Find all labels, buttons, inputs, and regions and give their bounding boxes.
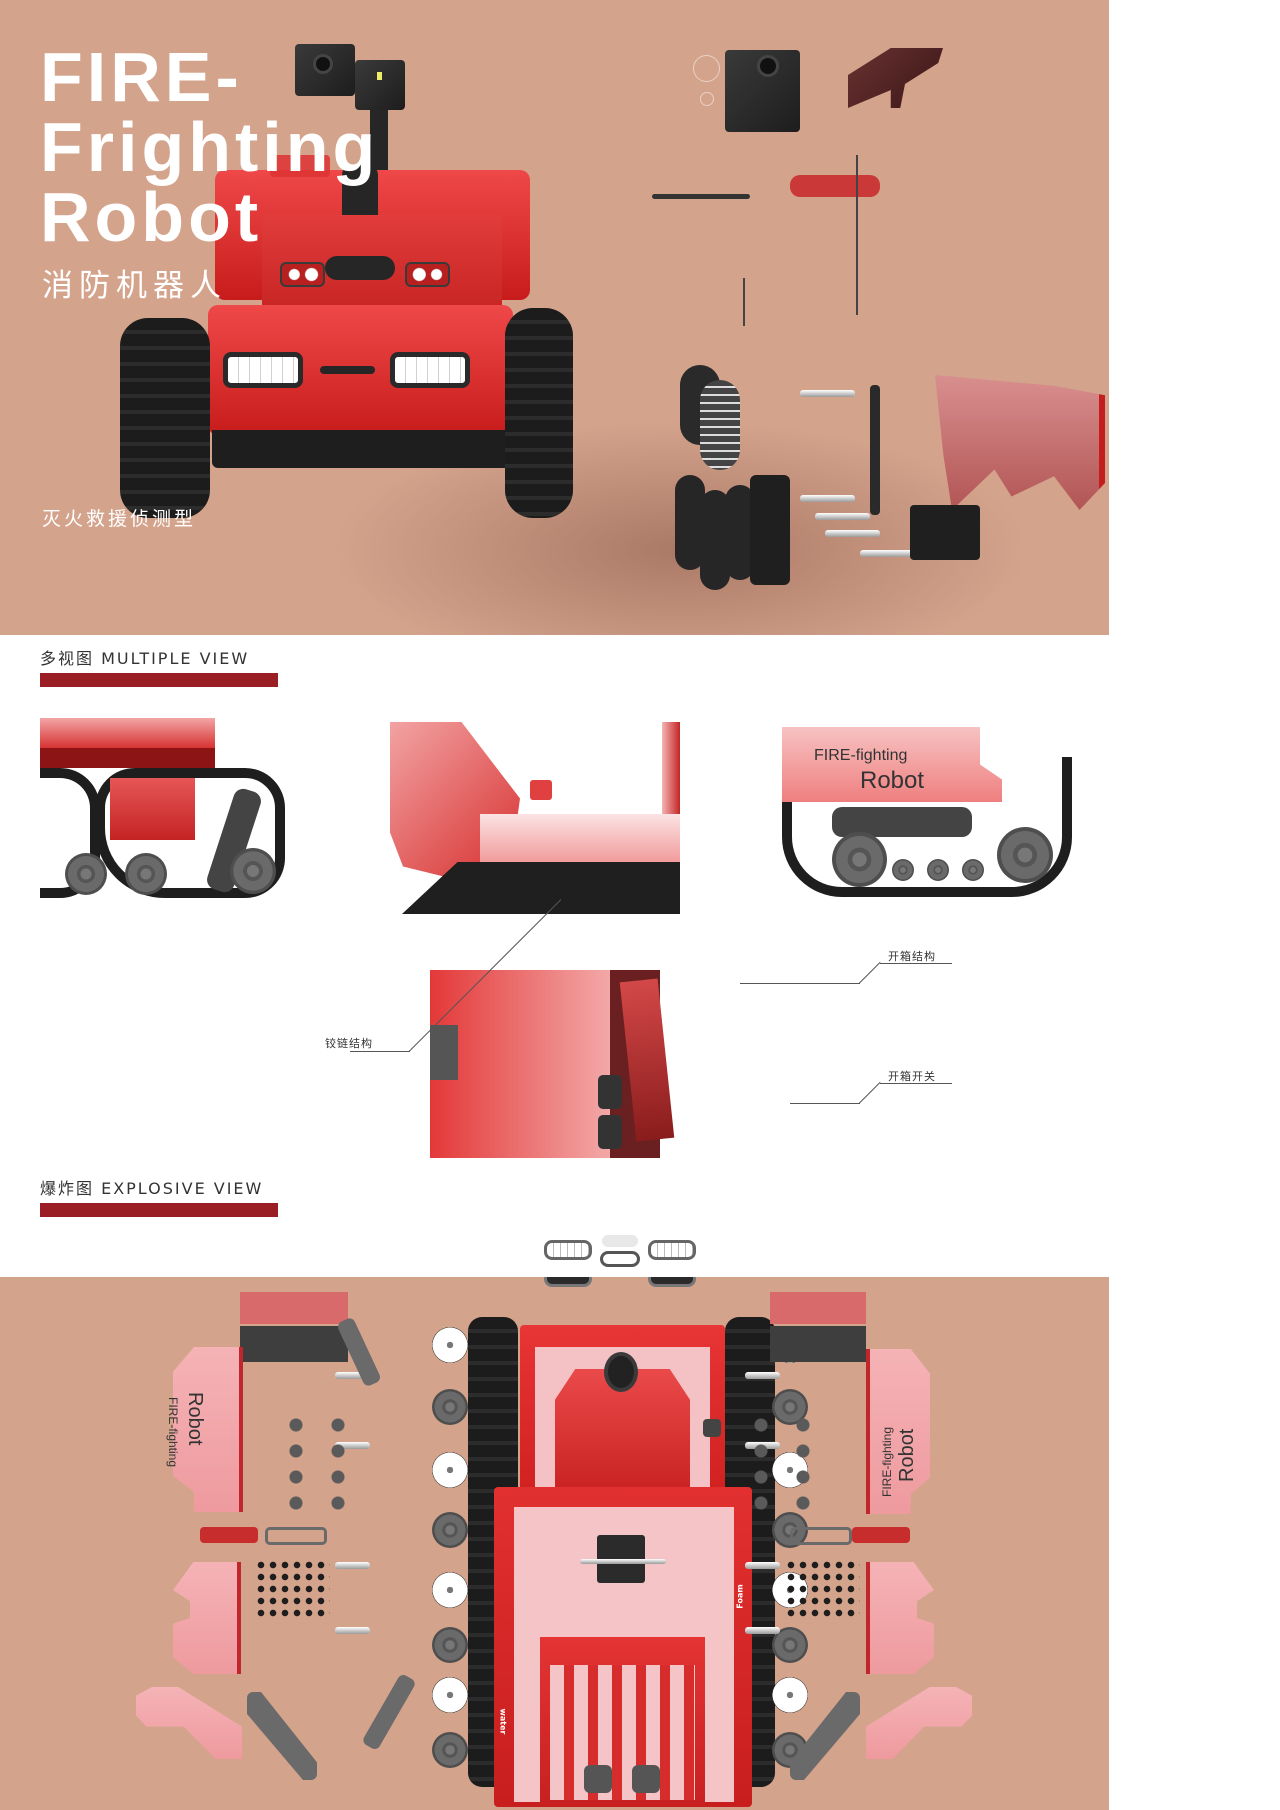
right-small-knob bbox=[703, 1419, 721, 1437]
water-label: water bbox=[498, 1708, 508, 1735]
title-line-1: FIRE- bbox=[40, 38, 243, 116]
lamp-housing-right bbox=[648, 1277, 696, 1287]
subtitle-chinese: 消防机器人 bbox=[42, 268, 227, 304]
left-ring-frame bbox=[265, 1527, 327, 1545]
left-cover-red bbox=[240, 1292, 348, 1324]
callout-line-box-switch-diag bbox=[858, 1081, 881, 1104]
callout-open-box-switch: 开箱开关 bbox=[888, 1070, 936, 1083]
left-bottom-arm bbox=[247, 1692, 317, 1780]
view-open-box bbox=[430, 970, 680, 1158]
right-ring-grid bbox=[785, 1559, 860, 1619]
exploded-led-right bbox=[648, 1240, 696, 1260]
front-handle bbox=[320, 366, 375, 374]
exploded-led-glass bbox=[602, 1235, 638, 1247]
left-lower-plate bbox=[173, 1562, 241, 1674]
right-cover-dark bbox=[770, 1326, 866, 1362]
left-cover-dark bbox=[240, 1326, 348, 1362]
hero-robot bbox=[120, 40, 580, 520]
title-line-3: Robot bbox=[40, 178, 263, 256]
callout-line-box-structure-diag bbox=[858, 961, 881, 984]
left-wheel-column bbox=[432, 1327, 472, 1797]
right-headlamp bbox=[390, 352, 470, 388]
callout-open-box-structure: 开箱结构 bbox=[888, 950, 936, 963]
left-ring-grid bbox=[255, 1559, 330, 1619]
left-eye-lights bbox=[280, 262, 325, 287]
plate-text-line2: Robot bbox=[860, 767, 925, 794]
rear-button-right bbox=[632, 1765, 660, 1793]
left-fire-plate bbox=[173, 1347, 243, 1512]
left-headlamp bbox=[223, 352, 303, 388]
exploded-antenna bbox=[856, 155, 858, 315]
left-lower-arm bbox=[361, 1672, 417, 1752]
right-fire-plate bbox=[866, 1349, 930, 1514]
exploded-led-left bbox=[544, 1240, 592, 1260]
callout-line-box-switch bbox=[790, 1103, 860, 1104]
hero-section: FIRE- Frighting Robot 消防机器人 灭火救援侦测型 bbox=[0, 0, 1109, 635]
view-side-tracks bbox=[40, 718, 290, 904]
right-axle-1 bbox=[745, 1372, 780, 1379]
tagline-chinese: 灭火救援侦测型 bbox=[42, 508, 197, 530]
foam-label: Foam bbox=[735, 1584, 745, 1609]
right-cover-red bbox=[770, 1292, 866, 1324]
exploded-handle-ring bbox=[600, 1251, 640, 1267]
exploded-cover bbox=[848, 48, 943, 108]
callout-line-box-structure bbox=[740, 983, 860, 984]
callout-hinge-structure: 铰链结构 bbox=[325, 1037, 373, 1050]
right-axle-3 bbox=[745, 1562, 780, 1569]
view-side-plate: FIRE-fighting Robot bbox=[782, 727, 1072, 899]
left-bottom-bracket bbox=[136, 1687, 242, 1759]
left-axle-3 bbox=[335, 1562, 370, 1569]
indicator-light bbox=[377, 72, 382, 80]
center-handle-bar-top-view bbox=[580, 1559, 666, 1564]
right-red-light bbox=[852, 1527, 910, 1543]
callout-line-hinge bbox=[350, 1051, 410, 1052]
right-bottom-bracket bbox=[866, 1687, 972, 1759]
left-track bbox=[120, 318, 210, 518]
right-plate-text-line2: Robot bbox=[896, 1428, 918, 1482]
exploded-lens-icon bbox=[757, 55, 779, 77]
warning-light bbox=[270, 155, 330, 177]
exploded-bar bbox=[652, 194, 750, 199]
explosive-view-section: water Foam FIRE-fighting Robot bbox=[0, 1277, 1109, 1810]
explosive-view-accent-bar bbox=[40, 1203, 278, 1217]
right-eye-lights bbox=[405, 262, 450, 287]
right-lower-plate bbox=[866, 1562, 934, 1674]
exploded-side-frame bbox=[935, 375, 1105, 510]
rear-hood-plate bbox=[550, 1665, 695, 1800]
ir-sensor bbox=[325, 256, 395, 280]
rear-button-left bbox=[584, 1765, 612, 1793]
lamp-housing-left bbox=[544, 1277, 592, 1287]
right-track bbox=[505, 308, 573, 518]
exploded-lens-ring bbox=[693, 55, 720, 82]
plate-text-line1: FIRE-fighting bbox=[814, 747, 908, 764]
view-hinge-detail bbox=[390, 722, 680, 914]
exploded-lens-ring-small bbox=[700, 92, 714, 106]
exploded-warning-light bbox=[790, 175, 880, 197]
multiple-view-title: 多视图 MULTIPLE VIEW bbox=[40, 649, 250, 668]
left-plate-text-line2: Robot bbox=[184, 1392, 206, 1446]
callout-line-box-structure-top bbox=[880, 963, 952, 964]
callout-line-box-switch-top bbox=[880, 1083, 952, 1084]
right-gear-grid bbox=[740, 1412, 825, 1522]
exploded-suspension-group bbox=[670, 365, 990, 595]
right-axle-4 bbox=[745, 1627, 780, 1634]
multiple-view-accent-bar bbox=[40, 673, 278, 687]
nozzle-top-view bbox=[604, 1352, 638, 1392]
left-axle-1 bbox=[335, 1372, 370, 1379]
right-ring-frame bbox=[790, 1527, 852, 1545]
left-axle-4 bbox=[335, 1627, 370, 1634]
sensor-box bbox=[355, 60, 405, 110]
chassis-base bbox=[212, 430, 510, 468]
explosive-view-title: 爆炸图 EXPLOSIVE VIEW bbox=[40, 1179, 264, 1198]
right-plate-text-line1: FIRE-fighting bbox=[880, 1426, 894, 1497]
camera-lens-icon bbox=[313, 54, 333, 74]
exploded-small-rod bbox=[743, 278, 745, 326]
title-line-2: Frighting bbox=[40, 108, 380, 186]
left-plate-text-line1: FIRE-fighting bbox=[166, 1397, 180, 1468]
left-red-light bbox=[200, 1527, 258, 1543]
left-gear-grid bbox=[275, 1412, 360, 1522]
